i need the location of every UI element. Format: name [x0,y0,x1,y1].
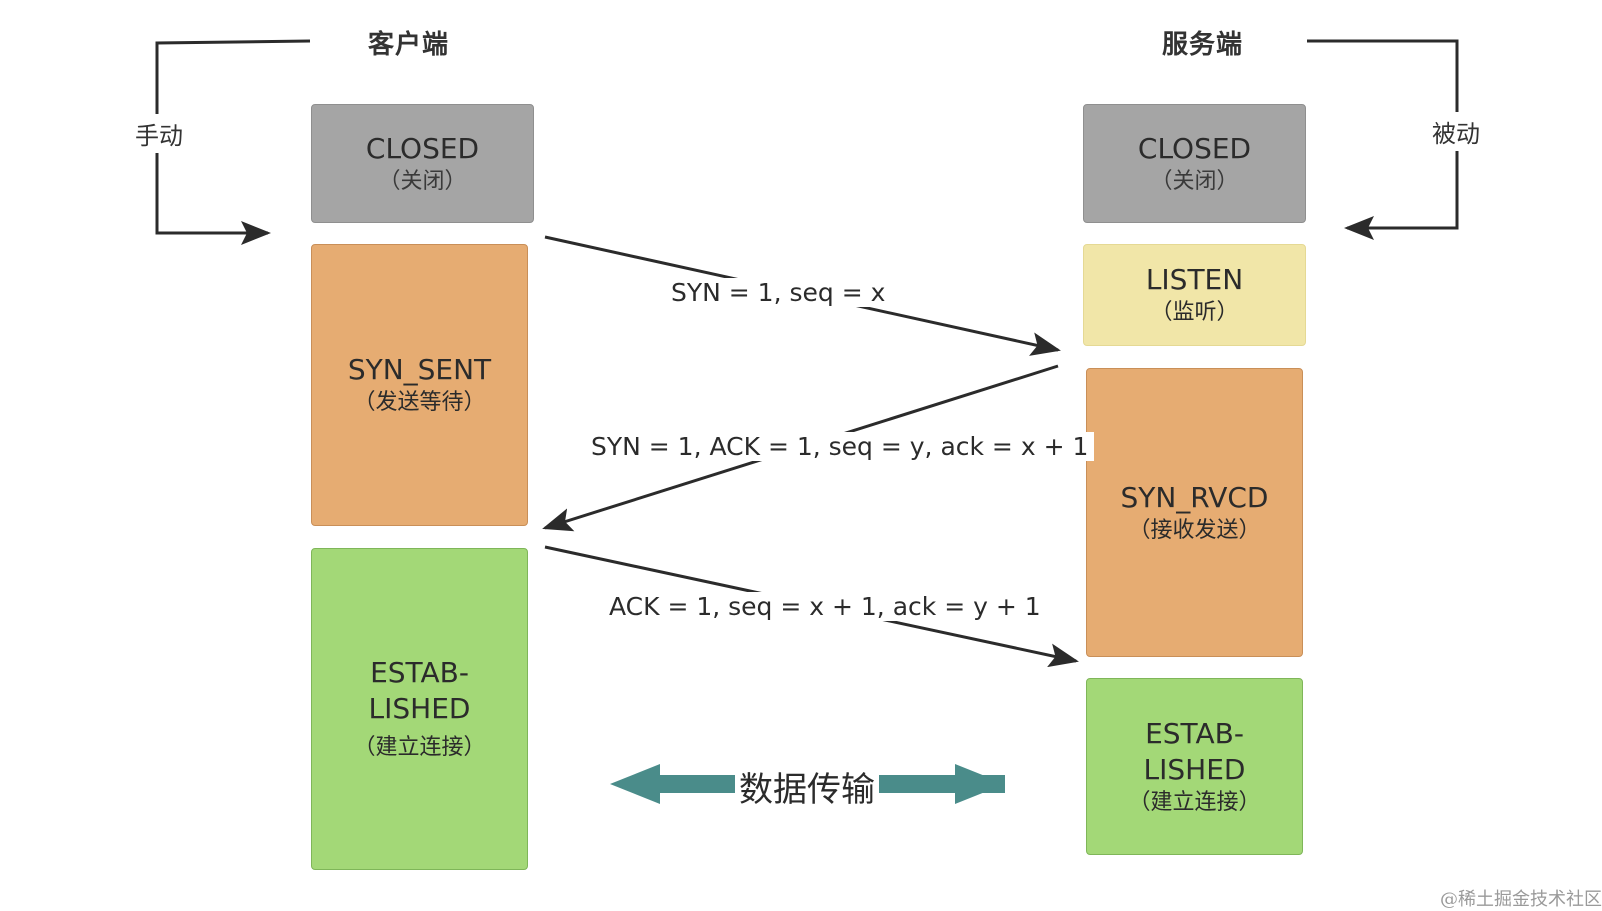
server-passive-label: 被动 [1432,112,1480,151]
client-state-sub: （建立连接） [353,735,486,760]
client-manual-label: 手动 [135,114,183,153]
watermark: @稀土掘金技术社区 [1440,889,1602,910]
server-state-listen: LISTEN （监听） [1083,244,1306,346]
server-state-name: SYN_RVCD [1120,480,1269,514]
server-state-syn-rvcd: SYN_RVCD （接收发送） [1086,368,1303,657]
server-state-established: ESTAB- LISHED （建立连接） [1086,678,1303,855]
client-title: 客户端 [368,30,450,60]
server-state-sub: （关闭） [1150,168,1239,194]
message-label-syn: SYN = 1, seq = x [665,278,892,307]
server-state-name: LISTEN [1145,263,1244,296]
client-state-established: ESTAB- LISHED （建立连接） [311,548,528,870]
server-state-name: CLOSED [1137,131,1252,165]
client-state-name: CLOSED [365,131,480,165]
server-state-sub: （监听） [1150,300,1239,325]
data-transfer-label: 数据传输 [735,762,879,811]
client-state-syn-sent: SYN_SENT （发送等待） [311,244,528,526]
client-state-name: SYN_SENT [347,353,492,386]
server-state-name: ESTAB- LISHED [1143,716,1246,786]
client-state-sub: （关闭） [378,168,467,194]
message-label-syn-ack: SYN = 1, ACK = 1, seq = y, ack = x + 1 [585,432,1095,461]
server-state-sub: （接收发送） [1128,517,1261,543]
server-state-sub: （建立连接） [1128,789,1261,815]
message-label-ack: ACK = 1, seq = x + 1, ack = y + 1 [603,592,1047,621]
server-state-closed: CLOSED （关闭） [1083,104,1306,223]
client-state-sub: （发送等待） [353,390,486,415]
client-state-closed: CLOSED （关闭） [311,104,534,223]
server-title: 服务端 [1162,30,1244,60]
client-state-name: ESTAB- LISHED [368,656,471,725]
